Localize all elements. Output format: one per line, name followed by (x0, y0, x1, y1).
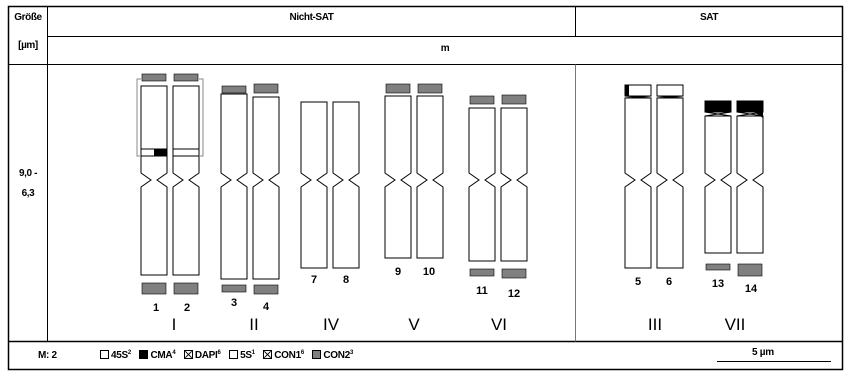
chromosome-number: 8 (343, 274, 349, 286)
secondary-constriction (624, 95, 652, 99)
band-con2 (173, 73, 199, 82)
non-sat-title: Nicht-SAT (289, 12, 334, 23)
band-con2 (221, 85, 247, 94)
group-roman-numeral: IV (323, 315, 340, 334)
band-con2 (737, 263, 763, 277)
band-con2 (221, 284, 247, 293)
white-swatch-icon (229, 350, 239, 359)
chromosome-14 (736, 115, 764, 254)
group-roman-numeral: VII (725, 315, 746, 334)
secondary-constriction (656, 95, 684, 99)
white-swatch-icon (100, 350, 109, 359)
satellite (656, 84, 684, 97)
sat-title: SAT (699, 12, 719, 23)
cross-swatch-icon (263, 350, 273, 359)
band-con2 (253, 83, 279, 94)
band-cma (737, 101, 763, 112)
chromosome-6 (332, 101, 360, 269)
chromosome-8 (416, 95, 444, 259)
grey-swatch-icon (312, 350, 322, 359)
band-con2 (705, 263, 731, 271)
cross-swatch-icon (183, 350, 193, 359)
group-roman-numeral: II (249, 315, 258, 334)
chromosome-number: 6 (666, 276, 672, 288)
band-con2 (385, 83, 411, 94)
bracket (136, 78, 204, 157)
scale-bar-label: 5 µm (752, 347, 774, 358)
band-con2 (501, 94, 527, 105)
chromosome-number: 4 (263, 301, 270, 313)
legend-item-5s: 5S1 (229, 350, 255, 361)
band-cma (705, 101, 731, 112)
band-con2 (501, 268, 527, 279)
chromosome-3 (220, 93, 248, 280)
chromosome-number: 13 (712, 278, 724, 290)
chromosome-number: 10 (423, 266, 435, 278)
groesse-unit: [µm] (18, 40, 38, 51)
chromosome-number: 1 (153, 302, 159, 314)
band-con2 (141, 73, 167, 82)
chromosome-number: 7 (311, 274, 317, 286)
group-roman-numeral: III (648, 315, 662, 334)
band-con2 (469, 268, 495, 277)
chromosome-11 (624, 97, 652, 269)
chromosome-number: 12 (508, 288, 520, 300)
legend-item-con2: CON23 (312, 350, 353, 361)
legend: 45S2 CMA4 DAPI6 5S1 CON16 CON23 (100, 350, 359, 361)
size-range-line1: 9,0 - (18, 168, 37, 179)
black-swatch-icon (139, 350, 149, 359)
secondary-constriction (736, 111, 764, 117)
chromosome-number: 5 (635, 276, 641, 288)
band-45s (172, 148, 200, 157)
group-roman-numeral: V (408, 315, 420, 334)
chromosome-7 (384, 95, 412, 259)
group-roman-numeral: VI (491, 315, 507, 334)
size-range-line2: 6,3 (21, 188, 35, 199)
chromosome-number: 9 (395, 266, 401, 278)
legend-item-con1: CON16 (263, 350, 304, 361)
band-cma (154, 149, 167, 156)
group-roman-numeral: I (172, 315, 177, 334)
chromosome-9 (468, 107, 496, 262)
type-label: m (440, 43, 450, 54)
secondary-constriction (704, 111, 732, 117)
band-con2 (173, 282, 199, 295)
legend-item-cma: CMA4 (139, 350, 176, 361)
chromosome-5 (300, 101, 328, 269)
chromosome-number: 14 (745, 283, 758, 295)
band-con2 (469, 95, 495, 105)
chromosome-12 (656, 97, 684, 269)
band-con2 (141, 282, 167, 295)
legend-item-45s: 45S2 (100, 350, 131, 361)
band-con2 (253, 284, 279, 295)
chromosome-2 (172, 85, 200, 276)
chromosome-1 (140, 85, 168, 276)
legend-item-dapi: DAPI6 (183, 350, 221, 361)
chromosome-4 (252, 96, 280, 280)
chromosome-10 (500, 107, 528, 262)
chromosome-number: 11 (476, 285, 488, 297)
band-con2 (417, 83, 443, 94)
chromosome-number: 3 (231, 297, 237, 309)
groesse-label: Größe (14, 12, 42, 23)
m-label: M: 2 (38, 350, 57, 361)
band-cma (625, 85, 629, 96)
chromosome-number: 2 (184, 302, 190, 314)
chromosome-13 (704, 115, 732, 254)
